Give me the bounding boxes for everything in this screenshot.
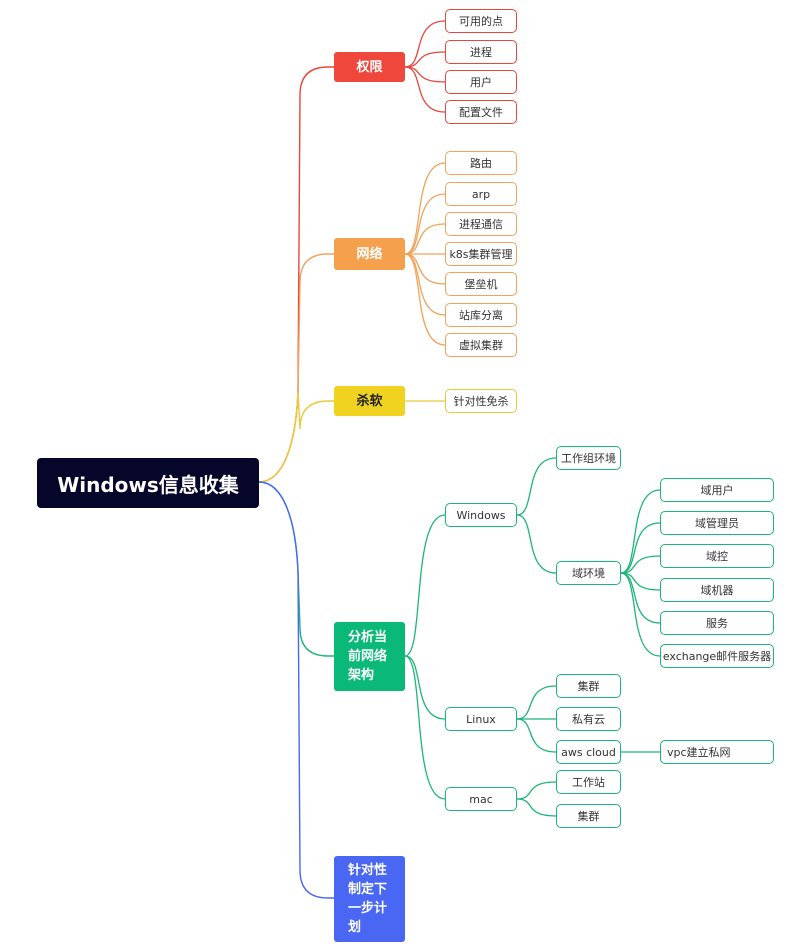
edge-windows-workgroup [516, 457, 557, 516]
node-aws-cloud[interactable]: aws cloud [556, 740, 621, 764]
edge-domain-leaf-0 [620, 489, 661, 574]
leaf-process[interactable]: 进程 [445, 40, 517, 64]
leaf-ipc[interactable]: 进程通信 [445, 212, 517, 236]
edge-linux-child-0 [516, 685, 557, 720]
root-node[interactable]: Windows信息收集 [37, 458, 259, 508]
edge-root-network [258, 253, 334, 483]
leaf-domain-controller[interactable]: 域控 [660, 544, 774, 568]
leaf-targeted-evasion[interactable]: 针对性免杀 [445, 389, 517, 413]
edge-mac-child-0 [516, 781, 557, 800]
node-workgroup-env[interactable]: 工作组环境 [556, 446, 621, 470]
edge-permissions-leaf-3 [404, 66, 446, 113]
leaf-workstation[interactable]: 工作站 [556, 770, 621, 794]
edge-permissions-leaf-1 [404, 51, 446, 68]
edge-domain-leaf-4 [620, 572, 661, 624]
leaf-domain-users[interactable]: 域用户 [660, 478, 774, 502]
leaf-domain-admins[interactable]: 域管理员 [660, 511, 774, 535]
branch-network-analysis[interactable]: 分析当前网络架构 [334, 622, 405, 691]
node-mac[interactable]: mac [445, 787, 517, 811]
leaf-arp[interactable]: arp [445, 182, 517, 206]
leaf-domain-machines[interactable]: 域机器 [660, 578, 774, 602]
edge-analysis-child-1 [404, 655, 446, 720]
edge-permissions-leaf-0 [404, 20, 446, 68]
edge-analysis-child-0 [404, 514, 446, 657]
edge-root-analysis [258, 481, 334, 657]
edge-linux-child-2 [516, 718, 557, 753]
edge-domain-leaf-2 [620, 555, 661, 574]
branch-antivirus[interactable]: 杀软 [334, 386, 405, 416]
edge-analysis-child-2 [404, 655, 446, 800]
leaf-bastion-host[interactable]: 堡垒机 [445, 272, 517, 296]
edge-network-leaf-0 [404, 162, 446, 255]
edge-network-leaf-1 [404, 193, 446, 255]
leaf-services[interactable]: 服务 [660, 611, 774, 635]
leaf-exchange-server[interactable]: exchange邮件服务器 [660, 644, 774, 668]
edge-root-permissions [258, 66, 334, 483]
node-windows[interactable]: Windows [445, 503, 517, 527]
leaf-site-db-separation[interactable]: 站库分离 [445, 303, 517, 327]
leaf-virtual-cluster[interactable]: 虚拟集群 [445, 333, 517, 357]
edge-domain-leaf-1 [620, 522, 661, 574]
edge-network-leaf-2 [404, 223, 446, 255]
edge-mac-child-1 [516, 798, 557, 817]
branch-next-step-plan[interactable]: 针对性制定下一步计划 [334, 856, 405, 942]
leaf-user[interactable]: 用户 [445, 70, 517, 94]
branch-permissions[interactable]: 权限 [334, 52, 405, 82]
node-linux[interactable]: Linux [445, 707, 517, 731]
edge-domain-leaf-5 [620, 572, 661, 657]
leaf-available-points[interactable]: 可用的点 [445, 9, 517, 33]
leaf-private-cloud[interactable]: 私有云 [556, 707, 621, 731]
leaf-k8s-cluster[interactable]: k8s集群管理 [445, 242, 517, 266]
node-domain-env[interactable]: 域环境 [556, 561, 621, 585]
leaf-vpc-private-network[interactable]: vpc建立私网 [660, 740, 774, 764]
edge-network-leaf-4 [404, 253, 446, 285]
edge-network-leaf-6 [404, 253, 446, 346]
edge-root-av [258, 391, 334, 483]
edge-root-plan [258, 481, 334, 899]
edge-windows-domain [516, 514, 557, 574]
leaf-route[interactable]: 路由 [445, 151, 517, 175]
leaf-config-file[interactable]: 配置文件 [445, 100, 517, 124]
edge-network-leaf-5 [404, 253, 446, 316]
leaf-mac-cluster[interactable]: 集群 [556, 804, 621, 828]
branch-network[interactable]: 网络 [334, 238, 405, 270]
leaf-linux-cluster[interactable]: 集群 [556, 674, 621, 698]
